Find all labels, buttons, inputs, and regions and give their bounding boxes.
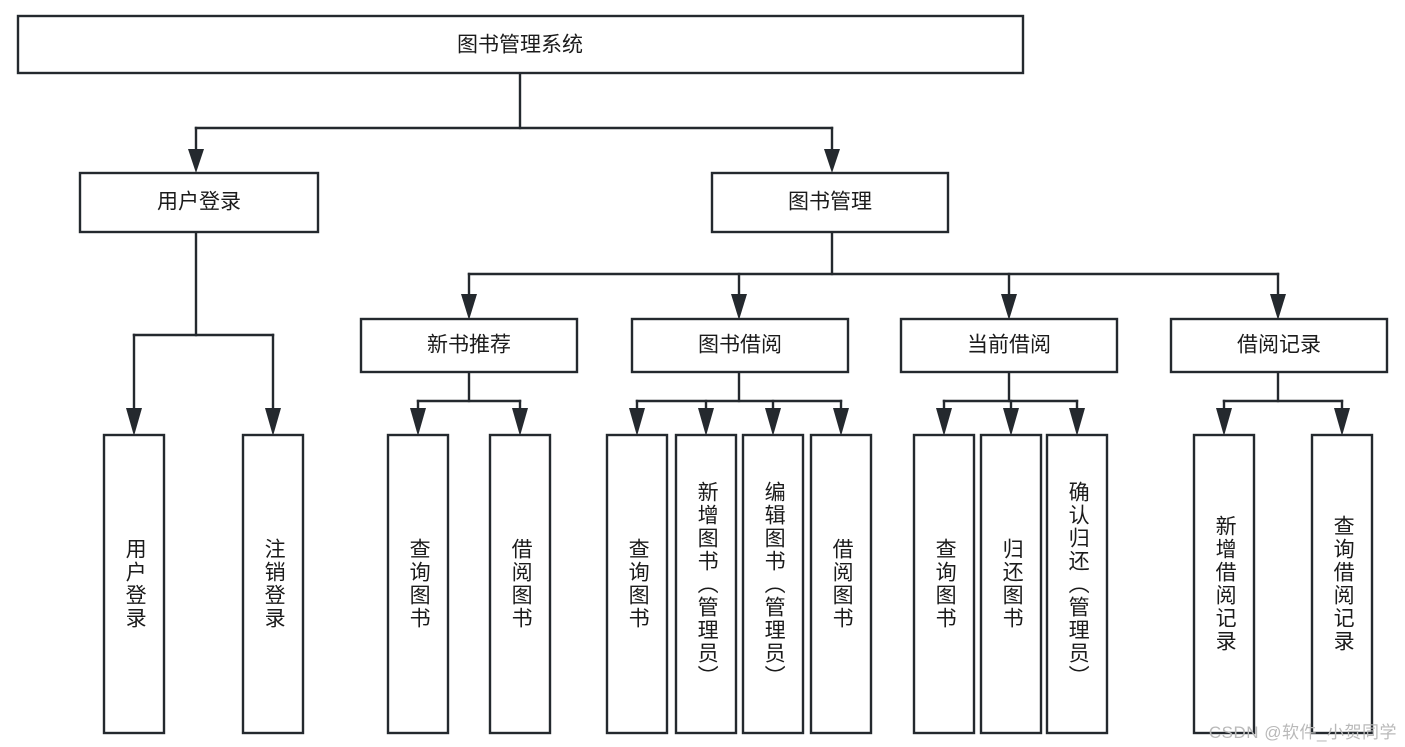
node-box-book-manage[interactable] bbox=[710, 171, 950, 234]
arrow-leaf-logout-login bbox=[265, 408, 281, 436]
label-book-borrow: 图书借阅 bbox=[698, 334, 782, 357]
node-box-leaf-query-record[interactable] bbox=[1310, 433, 1374, 735]
arrow-to-book-borrow bbox=[731, 294, 747, 320]
connector-group bbox=[126, 71, 1350, 436]
arrow-to-borrow-record bbox=[1270, 294, 1286, 320]
arrow-leaf-query-book-3 bbox=[936, 408, 952, 436]
label-current-borrow: 当前借阅 bbox=[967, 334, 1051, 357]
node-box-leaf-query-book-2[interactable] bbox=[605, 433, 669, 735]
node-box-current-borrow[interactable] bbox=[899, 317, 1119, 374]
arrow-leaf-add-record bbox=[1216, 408, 1232, 436]
arrow-leaf-edit-book bbox=[765, 408, 781, 436]
node-box-leaf-logout-login[interactable] bbox=[241, 433, 305, 735]
node-box-leaf-return-book[interactable] bbox=[979, 433, 1043, 735]
node-box-new-book-recommend[interactable] bbox=[359, 317, 579, 374]
node-box-leaf-confirm-return[interactable] bbox=[1045, 433, 1109, 735]
node-box-leaf-query-book-1[interactable] bbox=[386, 433, 450, 735]
label-user-login: 用户登录 bbox=[157, 191, 241, 214]
node-box-leaf-borrow-book-2[interactable] bbox=[809, 433, 873, 735]
arrow-leaf-query-book-2 bbox=[629, 408, 645, 436]
arrow-leaf-query-record bbox=[1334, 408, 1350, 436]
node-label-group: 图书管理系统 用户登录 图书管理 新书推荐 图书借阅 当前借阅 借阅记录 bbox=[157, 34, 1321, 357]
node-box-borrow-record[interactable] bbox=[1169, 317, 1389, 374]
arrow-leaf-borrow-book-2 bbox=[833, 408, 849, 436]
arrow-leaf-return-book bbox=[1003, 408, 1019, 436]
arrow-to-new-book-recommend bbox=[461, 294, 477, 320]
arrow-leaf-user-login bbox=[126, 408, 142, 436]
arrow-leaf-add-book bbox=[698, 408, 714, 436]
arrow-to-book-manage bbox=[824, 149, 840, 173]
arrow-leaf-query-book-1 bbox=[410, 408, 426, 436]
csdn-watermark: CSDN @软件_小贺同学 bbox=[1208, 723, 1397, 742]
node-box-leaf-user-login[interactable] bbox=[102, 433, 166, 735]
node-box-group bbox=[16, 14, 1389, 735]
label-borrow-record: 借阅记录 bbox=[1237, 334, 1321, 357]
node-box-leaf-add-book[interactable] bbox=[674, 433, 738, 735]
label-new-book-recommend: 新书推荐 bbox=[427, 334, 511, 357]
node-box-leaf-query-book-3[interactable] bbox=[912, 433, 976, 735]
arrow-leaf-borrow-book-1 bbox=[512, 408, 528, 436]
label-book-manage: 图书管理 bbox=[788, 191, 872, 214]
node-box-book-borrow[interactable] bbox=[630, 317, 850, 374]
node-box-root[interactable] bbox=[16, 14, 1025, 75]
label-root: 图书管理系统 bbox=[457, 34, 583, 57]
node-box-leaf-edit-book[interactable] bbox=[741, 433, 805, 735]
node-box-leaf-borrow-book-1[interactable] bbox=[488, 433, 552, 735]
node-box-leaf-add-record[interactable] bbox=[1192, 433, 1256, 735]
arrow-to-current-borrow bbox=[1001, 294, 1017, 320]
arrow-to-user-login bbox=[188, 149, 204, 173]
node-box-user-login[interactable] bbox=[78, 171, 320, 234]
arrow-leaf-confirm-return bbox=[1069, 408, 1085, 436]
